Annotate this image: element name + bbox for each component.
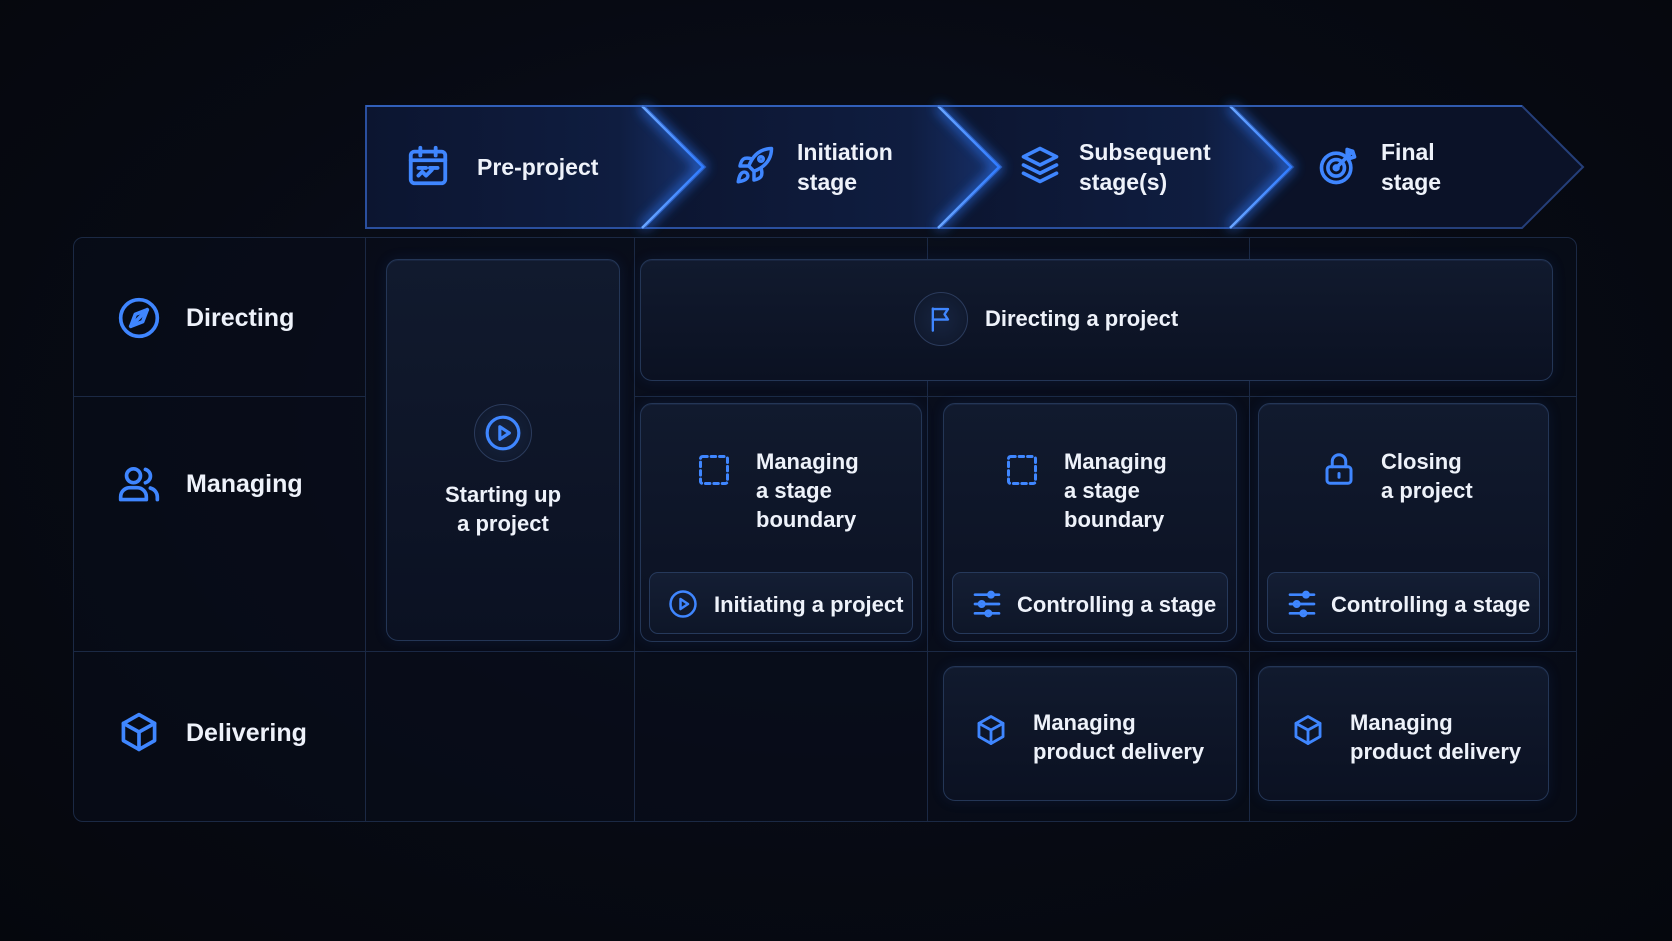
icon-badge <box>914 292 968 346</box>
cube-icon <box>974 713 1008 747</box>
card-closing-label: Closing a project <box>1381 449 1473 503</box>
row-label-managing: Managing <box>186 470 303 498</box>
target-icon <box>1316 144 1360 188</box>
dashed-square-icon <box>1004 452 1040 488</box>
card-product-delivery-2-label: Managing product delivery <box>1350 710 1522 764</box>
compass-icon <box>117 296 161 340</box>
phase-label-subsequent: Subsequent stage(s) <box>1079 139 1211 195</box>
grid-divider <box>74 651 1576 652</box>
phase-label-final: Final stage <box>1381 139 1442 195</box>
grid-divider <box>634 396 1576 397</box>
card-directing-label: Directing a project <box>985 306 1179 331</box>
layers-icon <box>1018 143 1062 187</box>
phase-label-pre-project: Pre-project <box>477 154 599 180</box>
grid-divider <box>74 396 366 397</box>
subcard-controlling-1-label: Controlling a stage <box>1017 592 1217 617</box>
rocket-icon <box>733 145 775 187</box>
play-circle-icon <box>484 414 522 452</box>
icon-badge <box>474 404 532 462</box>
grid-divider <box>1249 238 1250 821</box>
card-managing-boundary-1-label: Managing a stage boundary <box>756 449 859 532</box>
cube-icon <box>1291 713 1325 747</box>
grid-divider <box>634 238 635 821</box>
lock-icon <box>1321 450 1357 488</box>
card-starting-up-label: Starting up a project <box>444 482 562 536</box>
flag-icon <box>927 305 955 333</box>
grid-divider <box>365 238 366 821</box>
row-label-directing: Directing <box>186 304 295 332</box>
row-label-delivering: Delivering <box>186 719 307 747</box>
subcard-initiating-project[interactable] <box>649 572 913 634</box>
sliders-icon <box>1286 588 1318 620</box>
card-product-delivery-2[interactable] <box>1258 666 1549 801</box>
calendar-icon <box>405 143 451 189</box>
subcard-initiating-label: Initiating a project <box>714 592 904 617</box>
subcard-controlling-2-label: Controlling a stage <box>1331 592 1531 617</box>
card-product-delivery-1-label: Managing product delivery <box>1033 710 1205 764</box>
cube-icon <box>117 710 161 754</box>
play-circle-icon <box>668 589 698 619</box>
phase-label-initiation: Initiation stage <box>797 139 893 195</box>
dashed-square-icon <box>696 452 732 488</box>
sliders-icon <box>971 588 1003 620</box>
users-icon <box>117 462 161 506</box>
grid-divider <box>927 238 928 821</box>
card-managing-boundary-2-label: Managing a stage boundary <box>1064 449 1167 532</box>
card-directing-project[interactable] <box>640 259 1553 381</box>
